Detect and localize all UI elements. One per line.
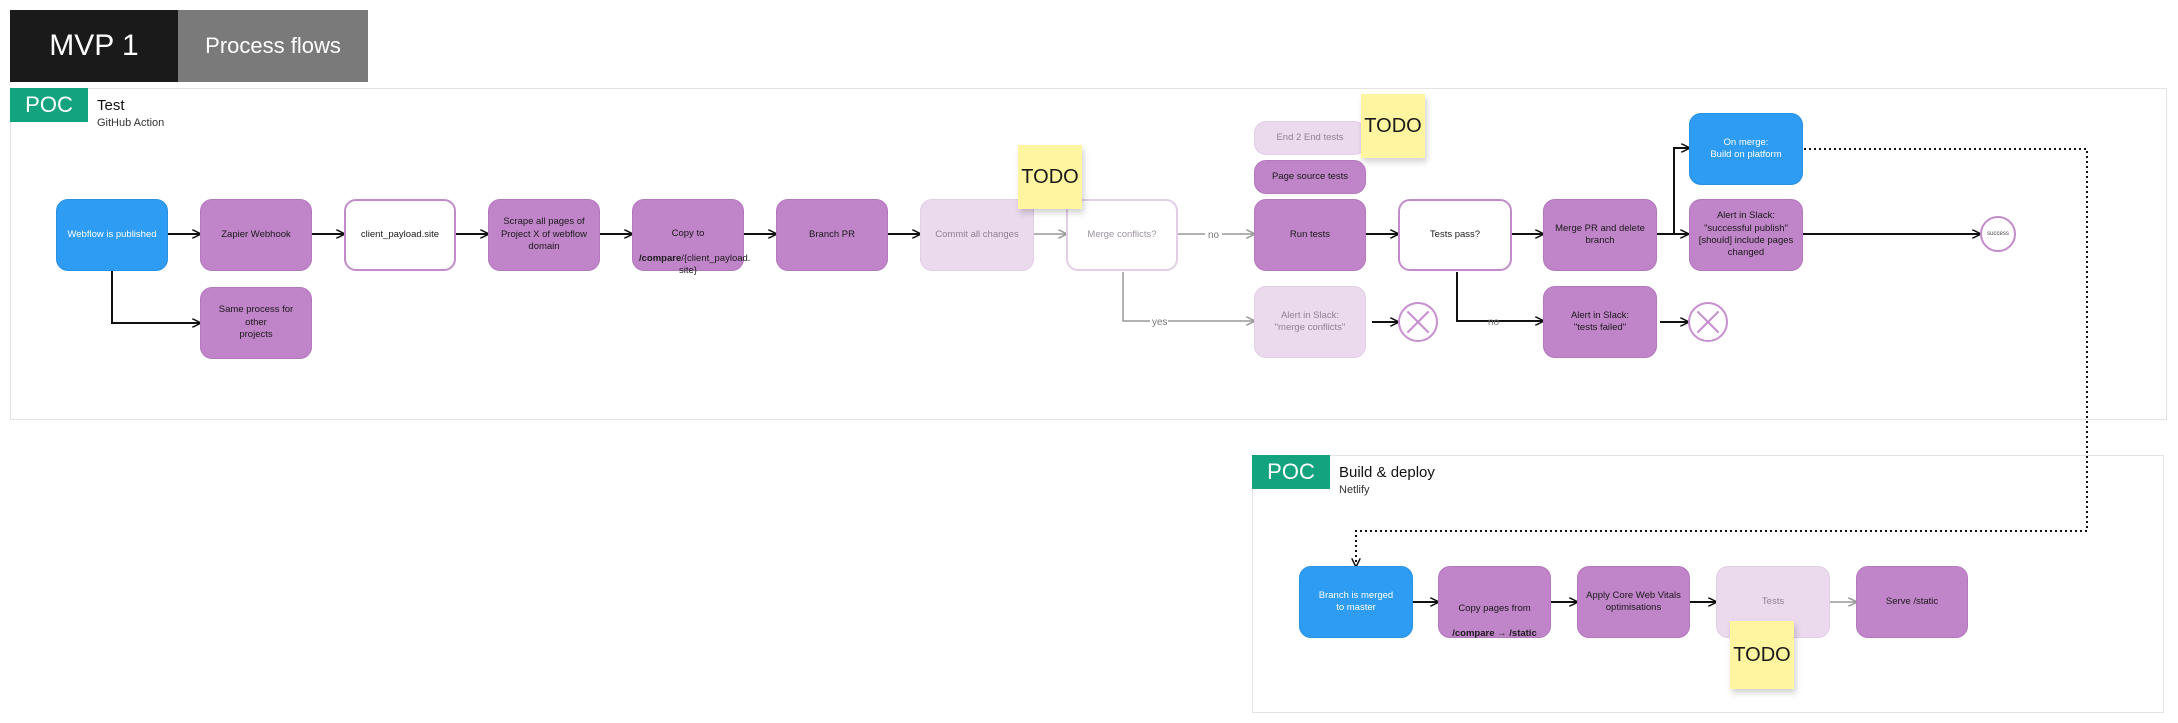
process-flows-tab[interactable]: Process flows [178,10,368,82]
edge-merge-onmerge [1657,148,1689,235]
success-end-node: success [1980,216,2016,252]
node-on-merge[interactable]: On merge: Build on platform [1689,113,1803,185]
node-same-process[interactable]: Same process for other projects [200,287,312,359]
node-copy-compare-bold: /compare [639,253,682,265]
end-conflicts-icon [1398,302,1438,342]
edge-onmerge-build [1356,148,2088,566]
edge-conflicts-yes-a [1122,272,1150,322]
mvp-tab[interactable]: MVP 1 [10,10,178,82]
build-frame-badge: POC [1252,455,1330,489]
node-serve-static[interactable]: Serve /static [1856,566,1968,638]
todo-sticky-commit[interactable]: TODO [1018,145,1082,209]
node-e2e-tests[interactable]: End 2 End tests [1254,121,1366,155]
edge-tests-fail [1456,272,1543,321]
node-scrape-pages[interactable]: Scrape all pages of Project X of webflow… [488,199,600,271]
test-frame-subtitle: GitHub Action [97,117,165,129]
node-copy-pages-bold: /compare → /static [1452,628,1537,640]
node-copy-compare-pre: Copy to [671,228,705,240]
build-frame-subtitle: Netlify [1339,484,1370,496]
node-branch-pr[interactable]: Branch PR [776,199,888,271]
node-page-source-tests[interactable]: Page source tests [1254,160,1366,194]
node-alert-failed[interactable]: Alert in Slack: "tests failed" [1543,286,1657,358]
todo-sticky-tests[interactable]: TODO [1361,94,1425,158]
test-frame-badge: POC [10,88,88,122]
node-webflow-published[interactable]: Webflow is published [56,199,168,271]
node-tests-pass[interactable]: Tests pass? [1398,199,1512,271]
node-commit-changes[interactable]: Commit all changes [920,199,1034,271]
node-zapier-webhook[interactable]: Zapier Webhook [200,199,312,271]
node-merge-delete[interactable]: Merge PR and delete branch [1543,199,1657,271]
edge-label-no-tests: no [1488,317,1500,328]
node-copy-compare-post: /{client_payload. site} [679,253,751,277]
edge-webflow-same-process [111,262,200,323]
node-branch-merged[interactable]: Branch is merged to master [1299,566,1413,638]
todo-sticky-build[interactable]: TODO [1730,621,1794,689]
edge-label-no-conflicts: no [1208,230,1220,241]
node-alert-success[interactable]: Alert in Slack: "successful publish" [sh… [1689,199,1803,271]
node-copy-compare[interactable]: Copy to /compare/{client_payload. site} [632,199,750,276]
node-client-payload[interactable]: client_payload.site [344,199,456,271]
node-copy-pages-pre: Copy pages from [1458,603,1531,615]
node-merge-conflicts[interactable]: Merge conflicts? [1066,199,1178,271]
test-frame-title: Test [97,97,125,114]
node-alert-conflicts[interactable]: Alert in Slack: "merge conflicts" [1254,286,1366,358]
edge-label-yes-conflicts: yes [1152,317,1168,328]
node-run-tests[interactable]: Run tests [1254,199,1366,271]
end-failed-icon [1688,302,1728,342]
node-copy-pages[interactable]: Copy pages from /compare → /static [1438,566,1551,640]
build-frame-title: Build & deploy [1339,464,1435,481]
node-apply-cwv[interactable]: Apply Core Web Vitals optimisations [1577,566,1690,638]
